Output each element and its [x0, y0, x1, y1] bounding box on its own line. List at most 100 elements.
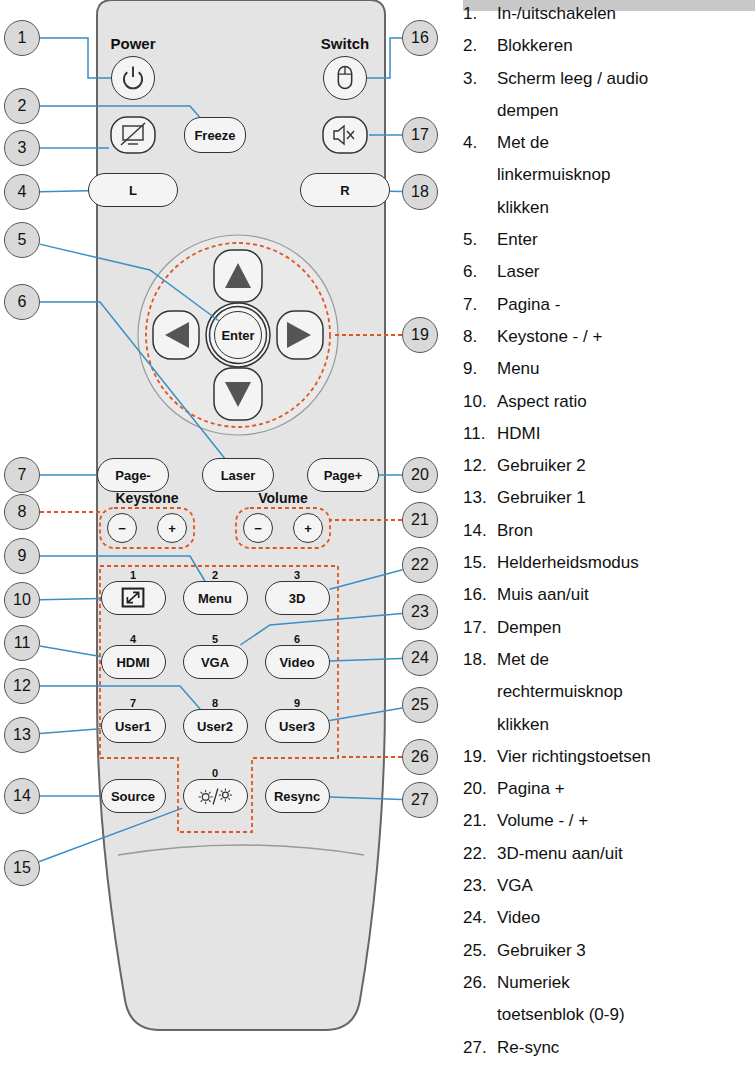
list-item: 14.Bron — [463, 515, 755, 547]
list-item: 1.In-/uitschakelen — [463, 0, 755, 30]
remote-button: 9User3 — [265, 709, 330, 743]
remote-button: + — [293, 513, 323, 543]
list-item: 13.Gebruiker 1 — [463, 482, 755, 514]
callout-number: 17 — [402, 117, 438, 153]
button-caption: 0 — [212, 767, 218, 779]
button-caption: 6 — [294, 633, 300, 645]
list-number: 7. — [463, 289, 497, 321]
list-number: 6. — [463, 256, 497, 288]
leader-line — [379, 474, 402, 476]
remote-button: L — [88, 173, 178, 207]
callout-number: 22 — [402, 547, 438, 583]
callout-label: 9 — [18, 547, 27, 565]
remote-button: 6Video — [265, 645, 330, 679]
callout-label: 25 — [411, 696, 429, 714]
callout-number: 1 — [4, 20, 40, 56]
remote-button: 0 — [183, 779, 248, 813]
group-label: Keystone — [115, 490, 178, 506]
remote-button: Laser — [202, 458, 274, 492]
button-label: User3 — [279, 719, 315, 734]
list-item: 16.Muis aan/uit — [463, 579, 755, 611]
list-number: 15. — [463, 547, 497, 579]
leader-line — [40, 556, 205, 581]
button-icon — [102, 582, 165, 614]
callout-label: 23 — [411, 603, 429, 621]
list-item: 9.Menu — [463, 353, 755, 385]
callout-number: 27 — [402, 782, 438, 818]
remote-button: Enter — [214, 311, 262, 359]
list-number: 25. — [463, 935, 497, 967]
callout-number: 25 — [402, 687, 438, 723]
list-text: Muis aan/uit — [497, 579, 589, 611]
list-number: 17. — [463, 612, 497, 644]
list-number: 24. — [463, 902, 497, 934]
list-number: 23. — [463, 870, 497, 902]
list-text: Numeriek toetsenblok (0-9) — [497, 967, 647, 1032]
list-text: Volume - / + — [497, 805, 588, 837]
button-caption: 1 — [130, 569, 136, 581]
pad-ring — [138, 235, 338, 435]
list-item: 24.Video — [463, 902, 755, 934]
leader-line — [40, 795, 101, 797]
list-text: Vier richtingstoetsen — [497, 741, 651, 773]
leader-line — [40, 686, 200, 709]
list-text: VGA — [497, 870, 533, 902]
callout-number: 8 — [4, 494, 40, 530]
list-text: Dempen — [497, 612, 561, 644]
callout-number: 15 — [4, 850, 40, 886]
list-number: 3. — [463, 63, 497, 95]
callout-number: 6 — [4, 284, 40, 320]
remote-button: Power — [111, 56, 155, 100]
list-item: 25.Gebruiker 3 — [463, 935, 755, 967]
callout-number: 10 — [4, 582, 40, 618]
callout-label: 18 — [411, 183, 429, 201]
button-caption: 9 — [294, 697, 300, 709]
list-text: Re-sync — [497, 1032, 559, 1064]
list-text: Gebruiker 2 — [497, 450, 586, 482]
button-label: Menu — [198, 591, 232, 606]
callout-label: 15 — [13, 859, 31, 877]
list-item: 10.Aspect ratio — [463, 386, 755, 418]
button-caption: 4 — [130, 633, 136, 645]
callout-label: 14 — [13, 787, 31, 805]
callout-label: 13 — [13, 726, 31, 744]
list-item: 22.3D-menu aan/uit — [463, 838, 755, 870]
remote-button: 7User1 — [101, 709, 166, 743]
arrow-keys — [153, 250, 323, 420]
remote-button: Switch — [323, 56, 367, 100]
callout-number: 14 — [4, 778, 40, 814]
list-number: 19. — [463, 741, 497, 773]
list-number: 11. — [463, 418, 497, 450]
button-label: Laser — [221, 468, 256, 483]
list-text: Met de linkermuisknop klikken — [497, 127, 637, 224]
list-number: 27. — [463, 1032, 497, 1064]
callout-number: 13 — [4, 717, 40, 753]
callout-number: 3 — [4, 130, 40, 166]
group-outline — [100, 243, 338, 832]
callout-label: 26 — [411, 748, 429, 766]
list-item: 8.Keystone - / + — [463, 321, 755, 353]
group-label: Volume — [258, 490, 308, 506]
list-item: 27.Re-sync — [463, 1032, 755, 1064]
remote-button: 5VGA — [183, 645, 248, 679]
list-text: Helderheidsmodus — [497, 547, 639, 579]
callout-number: 11 — [4, 625, 40, 661]
list-text: HDMI — [497, 418, 540, 450]
button-label: Video — [279, 655, 314, 670]
callout-number: 16 — [402, 20, 438, 56]
list-item: 26.Numeriek toetsenblok (0-9) — [463, 967, 755, 1032]
button-label: Enter — [221, 328, 254, 343]
callout-number: 7 — [4, 457, 40, 493]
group-leader — [40, 335, 402, 757]
button-icon — [184, 780, 247, 812]
button-label: − — [118, 521, 126, 536]
list-text: Bron — [497, 515, 533, 547]
remote-button: Page+ — [307, 458, 379, 492]
arrow-glyphs — [165, 263, 311, 407]
remote-button: R — [300, 173, 390, 207]
button-caption: 7 — [130, 697, 136, 709]
button-label: User2 — [197, 719, 233, 734]
list-number: 10. — [463, 386, 497, 418]
